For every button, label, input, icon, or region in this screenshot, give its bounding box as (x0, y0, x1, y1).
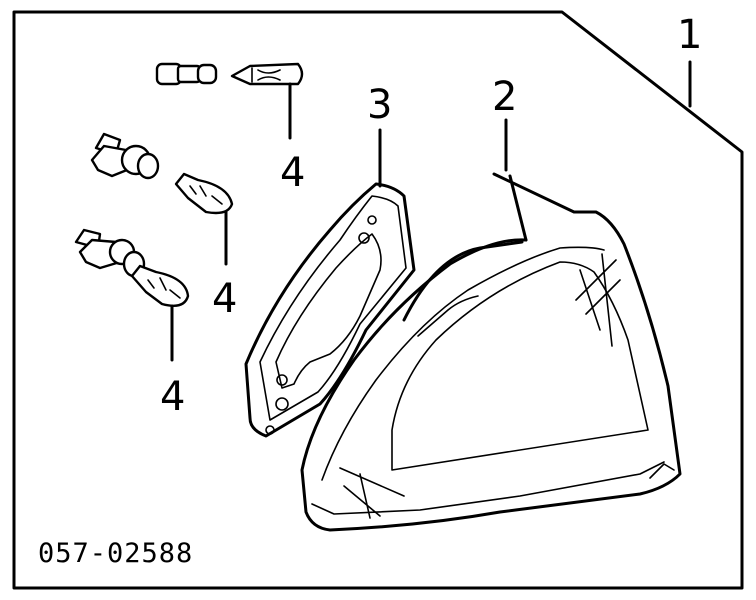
callout-4-bottom: 4 (160, 374, 185, 420)
housing-gasket-icon (244, 182, 416, 438)
part-number: 057-02588 (38, 538, 193, 569)
callout-1: 1 (677, 12, 702, 58)
callout-4-middle: 4 (212, 276, 237, 322)
callout-4-top: 4 (280, 150, 305, 196)
bulb-bottom-icon (130, 264, 190, 307)
socket-middle-icon (90, 132, 160, 180)
callout-3: 3 (367, 82, 392, 128)
wedge-bulb-top-icon (230, 62, 304, 86)
lens-assembly-icon (300, 172, 682, 532)
socket-bottom-icon (74, 228, 146, 278)
bulb-middle-icon (174, 172, 234, 215)
socket-top-icon (155, 62, 218, 86)
callout-2: 2 (492, 74, 517, 120)
diagram-frame (12, 10, 744, 590)
